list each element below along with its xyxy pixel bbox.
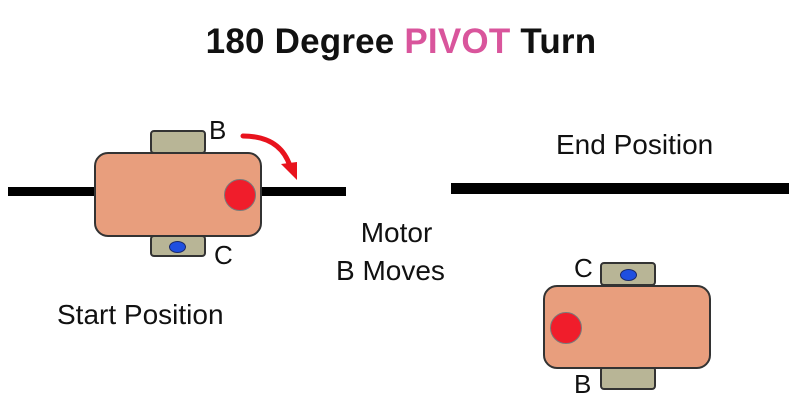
start-wheel-b [150, 130, 206, 154]
end-robot-body [543, 285, 711, 369]
start-wheel-c [150, 235, 206, 257]
end-caption: End Position [556, 129, 714, 160]
caster-icon [620, 269, 637, 281]
motor-caption-line1: Motor [360, 217, 433, 248]
curved-arrow-icon [240, 133, 297, 180]
sensor-icon [224, 179, 256, 211]
start-robot-body [94, 152, 262, 237]
end-wheel-c-label: C [574, 253, 593, 283]
caster-icon [169, 241, 186, 253]
sensor-icon [550, 312, 582, 344]
page-title: 180 Degree PIVOT Turn [0, 22, 802, 62]
end-wheel-c [600, 262, 656, 286]
end-wheel-b [600, 366, 656, 390]
start-wheel-b-label: B [209, 115, 227, 145]
start-wheel-c-label: C [214, 240, 233, 270]
end-wheel-b-label: B [574, 369, 592, 399]
end-line [451, 183, 789, 194]
start-caption: Start Position [57, 299, 224, 330]
title-suffix: Turn [510, 22, 597, 61]
title-highlight: PIVOT [404, 22, 511, 61]
title-prefix: 180 Degree [205, 22, 405, 61]
motor-caption-line2: B Moves [336, 255, 445, 286]
